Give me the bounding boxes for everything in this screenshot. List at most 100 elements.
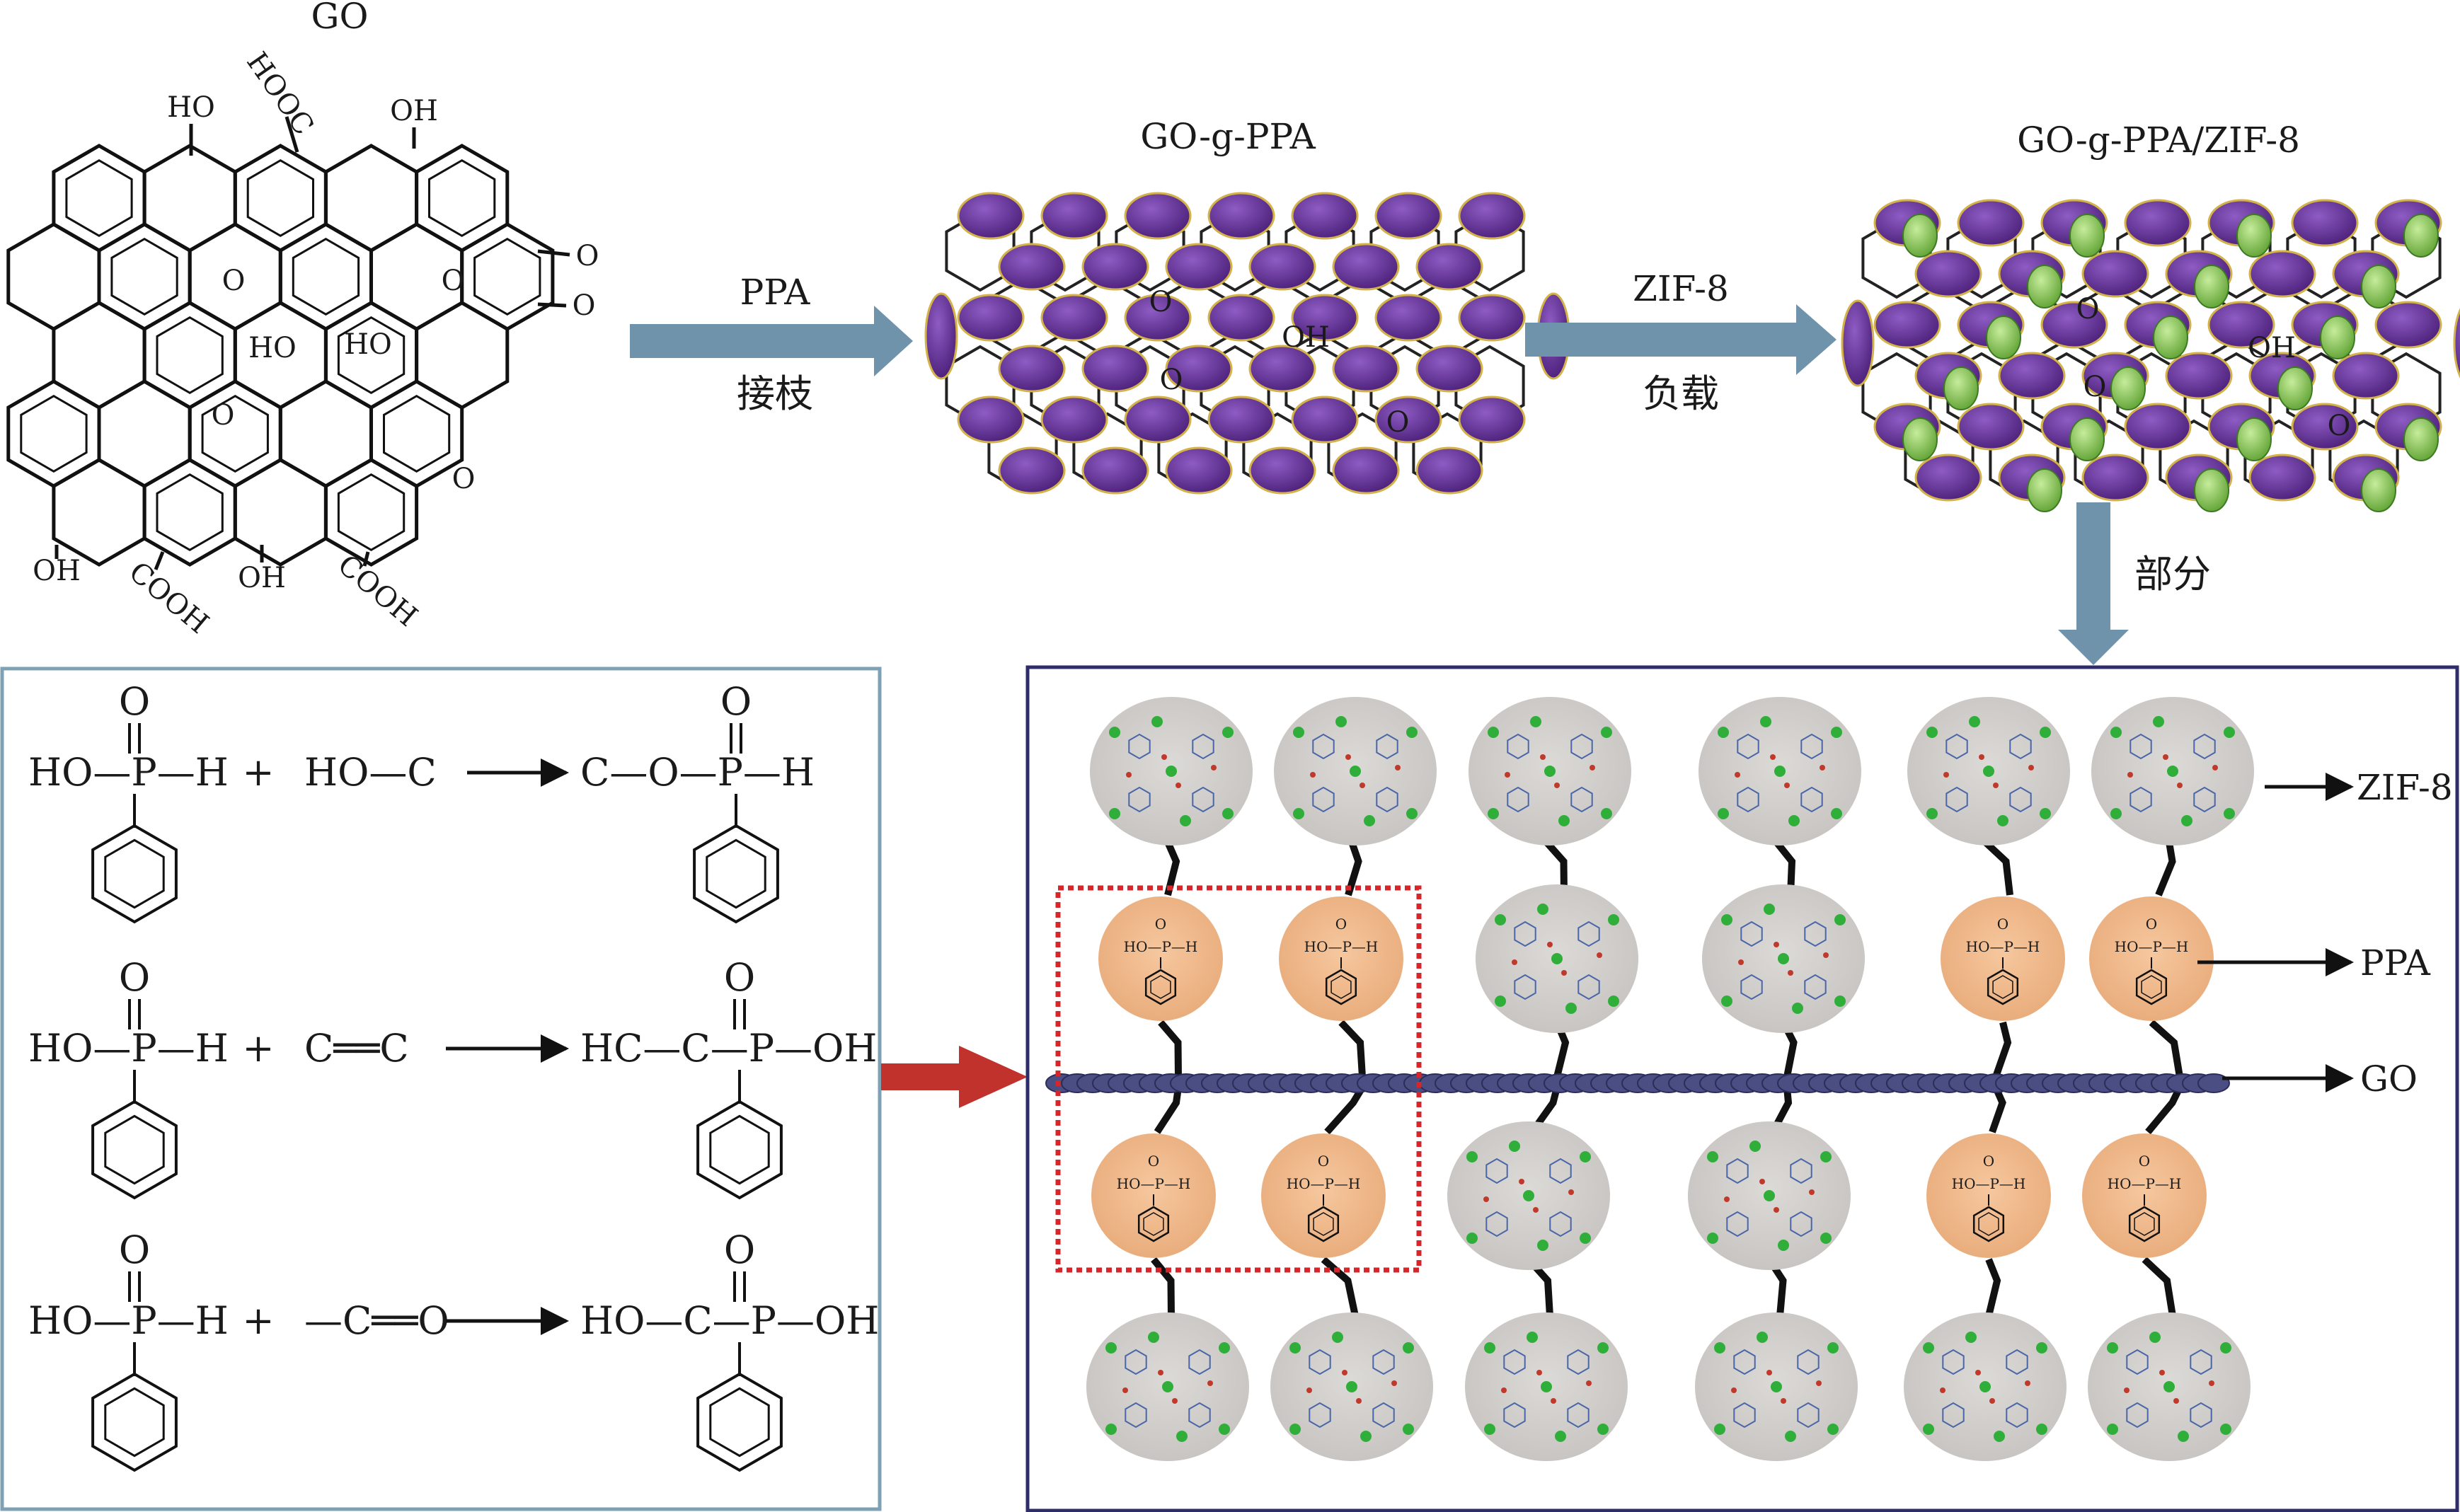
- arrow-step-grafting: PPA 接枝: [630, 272, 913, 416]
- zinc-node: [1834, 914, 1846, 925]
- go-ring-inner-bond: [337, 316, 406, 395]
- zinc-node: [1350, 766, 1361, 777]
- nitrogen-atom: [1540, 754, 1546, 760]
- nitrogen-atom: [1551, 1398, 1556, 1404]
- zinc-node: [1332, 1332, 1343, 1343]
- zif8-particle: [2110, 367, 2146, 410]
- ppa-unit-phenyl-inner: [1143, 1212, 1164, 1236]
- zinc-node: [1222, 727, 1234, 738]
- zinc-node: [1764, 1190, 1775, 1201]
- reaction-partner: HO—C: [304, 750, 437, 795]
- reaction-reactant-oxygen: O: [119, 679, 150, 724]
- reaction-product-phenyl-inner: [709, 1387, 770, 1458]
- imidazole-ring: [1737, 786, 1759, 813]
- ppa-unit-phenyl-inner: [1992, 975, 2013, 999]
- ppa-particle: [1165, 243, 1233, 291]
- ppa-particle: [1291, 192, 1359, 240]
- ppa-unit-label: HO—P—H: [1304, 938, 1379, 955]
- ppa-particle: [1458, 294, 1526, 342]
- nitrogen-atom: [1306, 1387, 1312, 1393]
- zinc-node: [1289, 1424, 1301, 1435]
- nitrogen-atom: [1784, 783, 1790, 788]
- zinc-node: [2107, 1424, 2118, 1435]
- go-ring-inner-bond: [246, 158, 314, 238]
- zif8-particle: [2027, 468, 2062, 512]
- zif8-particle: [2320, 316, 2355, 359]
- go-ring-inner-bond: [337, 473, 406, 552]
- zinc-node: [1601, 808, 1612, 819]
- ppa-particle: [957, 192, 1025, 240]
- zinc-node: [1760, 716, 1771, 727]
- nitrogen-atom: [1360, 783, 1365, 788]
- imidazole-ring: [1312, 786, 1335, 813]
- go-group-hooc-top: HOOC: [240, 47, 320, 142]
- sheet-ring: [1200, 210, 1270, 292]
- nitrogen-atom: [1989, 1398, 1995, 1404]
- go-group-epoxy-4: O: [452, 463, 476, 495]
- nitrogen-atom: [1597, 952, 1602, 958]
- go-title: GO: [311, 0, 369, 37]
- reaction-reactant-phenyl-inner: [104, 838, 165, 909]
- zif8-particle: [2277, 367, 2313, 410]
- nitrogen-atom: [1391, 1380, 1397, 1386]
- zinc-node: [1597, 1424, 1609, 1435]
- zinc-node: [1109, 727, 1120, 738]
- zinc-node: [1785, 1431, 1796, 1442]
- go-ring: [52, 458, 146, 567]
- nitrogen-atom: [1770, 754, 1776, 760]
- ppa-particle: [1957, 199, 2025, 247]
- reaction-product-oxygen: O: [720, 679, 752, 724]
- imidazole-ring: [1737, 733, 1759, 760]
- nitrogen-atom: [1788, 970, 1793, 976]
- nitrogen-atom: [2177, 783, 2183, 788]
- imidazole-ring: [1790, 1158, 1812, 1184]
- go-group-oh-top-left: HO: [167, 91, 215, 124]
- go-ring-inner-bond: [292, 237, 360, 316]
- imidazole-ring: [1125, 1349, 1147, 1375]
- zinc-node: [1360, 1431, 1372, 1442]
- imidazole-ring: [2009, 733, 2032, 760]
- imidazole-ring: [1507, 733, 1529, 760]
- go-g-ppa-title: GO-g-PPA: [1140, 116, 1316, 157]
- zinc-node: [1403, 1342, 1414, 1354]
- go-group-oh-bottom-left: OH: [33, 555, 81, 587]
- reaction-product-phenyl-inner: [706, 838, 766, 909]
- zif8-particle: [2194, 468, 2229, 512]
- ppa-particle: [2291, 199, 2359, 247]
- ppa-particle: [998, 446, 1066, 495]
- reaction-partner: —C══O: [304, 1298, 449, 1343]
- linker-chain: [2155, 841, 2176, 896]
- zinc-node: [1219, 1424, 1230, 1435]
- linker-chain: [1321, 1257, 1359, 1317]
- zinc-node: [1403, 1424, 1414, 1435]
- ppa-particle: [1374, 192, 1442, 240]
- go-ring: [142, 144, 237, 253]
- ppa-particle: [1081, 446, 1149, 495]
- zinc-node: [2107, 1342, 2118, 1354]
- zinc-node: [1979, 1381, 1991, 1392]
- reaction-plus: +: [242, 750, 274, 795]
- nitrogen-atom: [1759, 1179, 1765, 1184]
- arrow-step-loading: ZIF-8 负载: [1525, 268, 1837, 416]
- reaction-reactant-oxygen: O: [119, 955, 150, 1000]
- nitrogen-atom: [1809, 1189, 1815, 1195]
- zif8-particle: [2361, 265, 2396, 308]
- nitrogen-atom: [1554, 783, 1560, 788]
- nitrogen-atom: [1356, 1398, 1362, 1404]
- zinc-node: [1926, 808, 1938, 819]
- ppa-unit-phenyl-inner: [1150, 975, 1171, 999]
- reaction-product-phenyl: [696, 1100, 783, 1200]
- ppa-particle: [1248, 243, 1316, 291]
- reaction-reactant-phenyl-inner: [104, 1387, 165, 1458]
- zinc-node: [2153, 716, 2164, 727]
- linker-chain: [1985, 1258, 2001, 1317]
- zinc-node: [1176, 1431, 1188, 1442]
- nitrogen-atom: [1816, 1380, 1822, 1386]
- go-ring: [278, 379, 373, 488]
- zinc-node: [1466, 1151, 1478, 1162]
- ppa-unit-phenyl: [1987, 969, 2019, 1005]
- nitrogen-atom: [1536, 1370, 1542, 1375]
- ppa-unit-label: HO—P—H: [2108, 1175, 2182, 1192]
- go-ring: [233, 458, 328, 567]
- ppa-particle: [1124, 192, 1192, 240]
